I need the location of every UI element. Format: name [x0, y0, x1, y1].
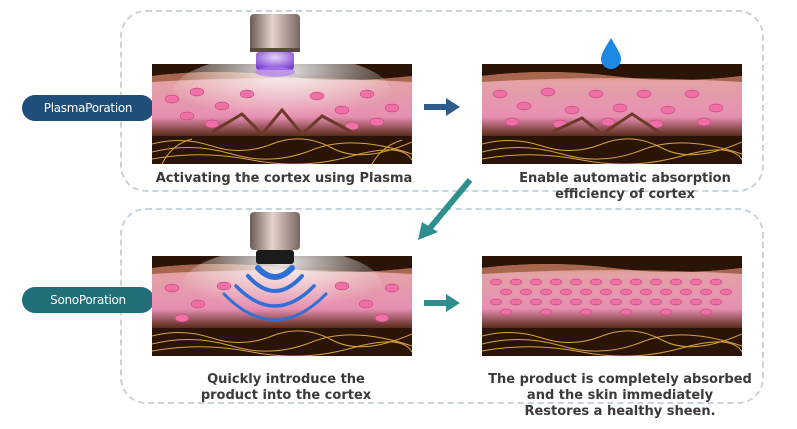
caption-step-1: Activating the cortex using Plasma — [146, 171, 422, 187]
sonoporation-label: SonoPoration — [22, 287, 154, 313]
caption-step-3-line-1: Quickly introduce the — [207, 372, 365, 387]
caption-step-3-line-2: product into the cortex — [200, 388, 372, 403]
skin-result — [482, 256, 742, 356]
caption-step-4-line-2: and the skin immediately — [526, 388, 714, 403]
skin-absorption — [482, 64, 742, 164]
caption-step-3: Quickly introduce the product into the c… — [176, 372, 396, 404]
skin-sonoporation — [152, 256, 412, 356]
caption-step-4-line-1: The product is completely absorbed — [488, 372, 752, 387]
caption-step-2-line-2: efficiency of cortex — [555, 187, 695, 202]
caption-step-4: The product is completely absorbed and t… — [470, 372, 770, 420]
caption-step-2-line-1: Enable automatic absorption — [519, 171, 731, 186]
plasmaporation-label: PlasmaPoration — [22, 95, 154, 121]
skin-plasma-activation — [152, 64, 412, 164]
caption-step-4-line-3: Restores a healthy sheen. — [524, 404, 716, 419]
caption-step-2: Enable automatic absorption efficiency o… — [490, 171, 760, 203]
caption-step-1-text: Activating the cortex using Plasma — [155, 171, 413, 186]
